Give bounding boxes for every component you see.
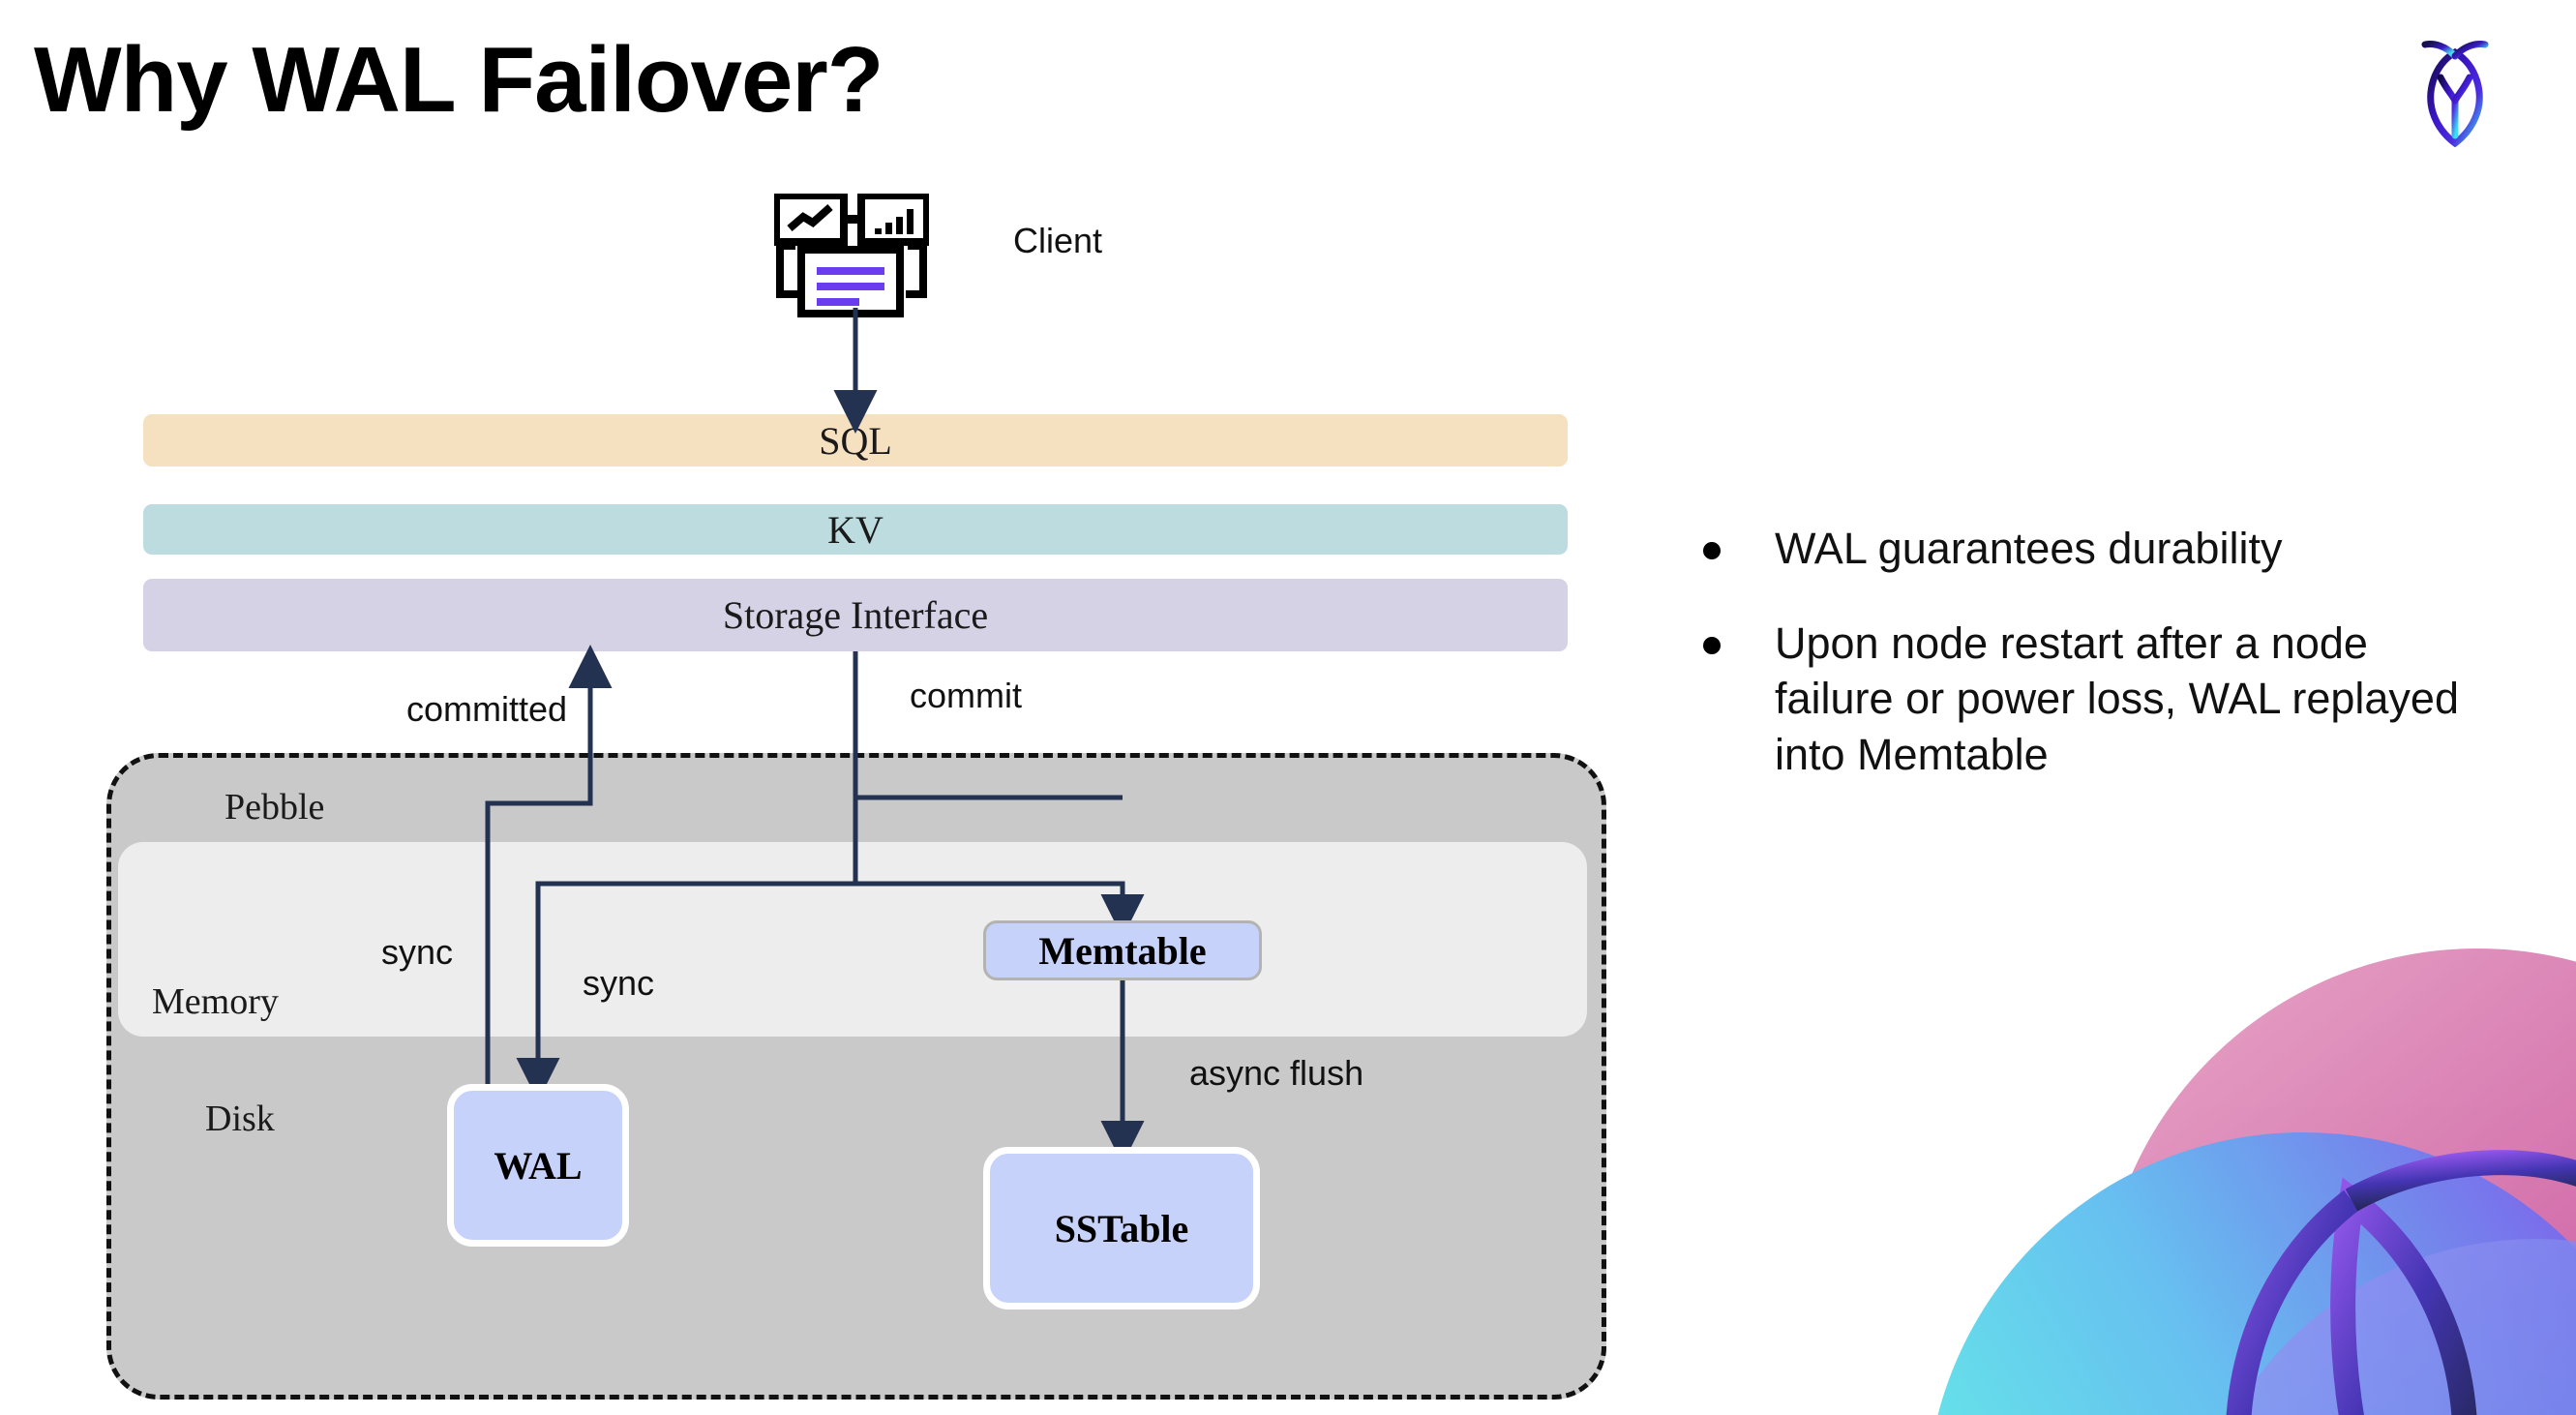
client-label: Client [1013, 221, 1103, 260]
page-title: Why WAL Failover? [34, 28, 884, 132]
memory-label: Memory [152, 981, 279, 1022]
bullet-dot-icon [1703, 542, 1721, 559]
disk-label: Disk [205, 1099, 275, 1139]
cockroachdb-logo [2402, 21, 2508, 148]
client-dashboard-icon [772, 192, 931, 319]
layer-bar-sql: SQL [143, 414, 1568, 467]
edge-label-committed: committed [406, 689, 568, 729]
memory-region [118, 842, 1587, 1037]
edge-label-sync-secondary: sync [583, 963, 655, 1003]
layer-bar-storage-label: Storage Interface [722, 593, 989, 637]
list-item: Upon node restart after a node failure o… [1703, 616, 2497, 783]
node-sstable: SSTable [983, 1147, 1260, 1310]
edge-label-async-flush: async flush [1189, 1053, 1364, 1093]
layer-bar-kv: KV [143, 504, 1568, 555]
node-memtable-label: Memtable [1038, 928, 1207, 973]
pebble-label: Pebble [225, 787, 325, 828]
bullet-dot-icon [1703, 636, 1721, 654]
decorative-circles-watermark [1935, 910, 2576, 1415]
layer-bar-sql-label: SQL [819, 418, 892, 463]
layer-bar-storage-interface: Storage Interface [143, 579, 1568, 651]
list-item: WAL guarantees durability [1703, 521, 2497, 577]
layer-bar-kv-label: KV [827, 507, 884, 552]
node-memtable: Memtable [983, 920, 1262, 980]
bullet-text: WAL guarantees durability [1775, 524, 2283, 573]
bullet-list: WAL guarantees durability Upon node rest… [1703, 521, 2497, 821]
node-wal-label: WAL [494, 1143, 583, 1188]
node-sstable-label: SSTable [1054, 1206, 1189, 1250]
node-wal: WAL [447, 1084, 629, 1247]
bullet-text: Upon node restart after a node failure o… [1775, 617, 2459, 779]
edge-label-commit: commit [910, 676, 1022, 715]
edge-label-sync-primary: sync [381, 932, 454, 972]
